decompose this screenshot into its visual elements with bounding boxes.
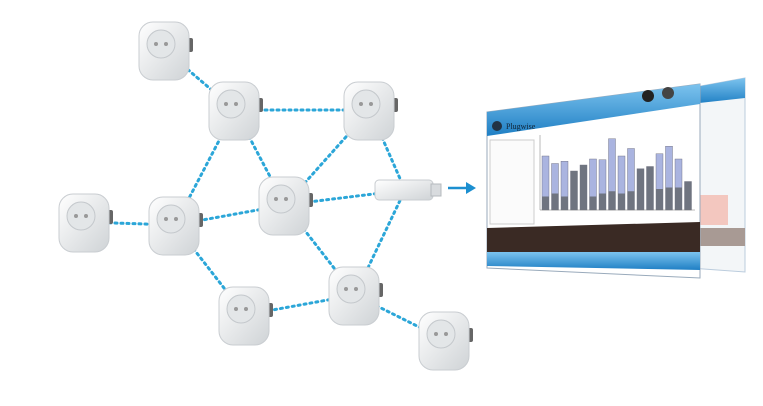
chart-bar-base	[665, 187, 673, 210]
smart-plug	[258, 176, 313, 236]
software-window: Plugwise	[486, 83, 701, 279]
chart-bar-base	[599, 193, 606, 210]
smart-plug	[218, 286, 273, 346]
chart-bar-base	[618, 193, 625, 210]
software-bar-chart	[539, 135, 695, 211]
smart-plug	[208, 81, 263, 141]
software-logo: Plugwise	[506, 122, 536, 131]
chart-bar-base	[542, 196, 549, 210]
chart-bar-base	[580, 165, 587, 210]
chart-bar-base	[675, 187, 682, 210]
smart-plug	[138, 21, 193, 81]
smart-plug	[418, 311, 473, 371]
chart-bar-base	[608, 191, 616, 210]
chart-bar-base	[646, 166, 654, 210]
smart-plug	[58, 193, 113, 253]
smart-plug	[343, 81, 398, 141]
chart-bar-base	[551, 193, 559, 210]
chart-bar-base	[561, 196, 568, 210]
smart-plug	[148, 196, 203, 256]
chart-bar-base	[570, 171, 578, 210]
chart-bar-base	[589, 196, 597, 210]
smart-plug	[328, 266, 383, 326]
arrow-icon	[448, 182, 476, 194]
usb-stick	[374, 179, 442, 201]
chart-bar-base	[656, 189, 663, 210]
chart-bar-base	[684, 181, 692, 210]
chart-bar-base	[637, 168, 644, 210]
smart-plugs	[58, 21, 473, 371]
software-window-back	[689, 77, 746, 273]
chart-bar-base	[627, 191, 635, 210]
